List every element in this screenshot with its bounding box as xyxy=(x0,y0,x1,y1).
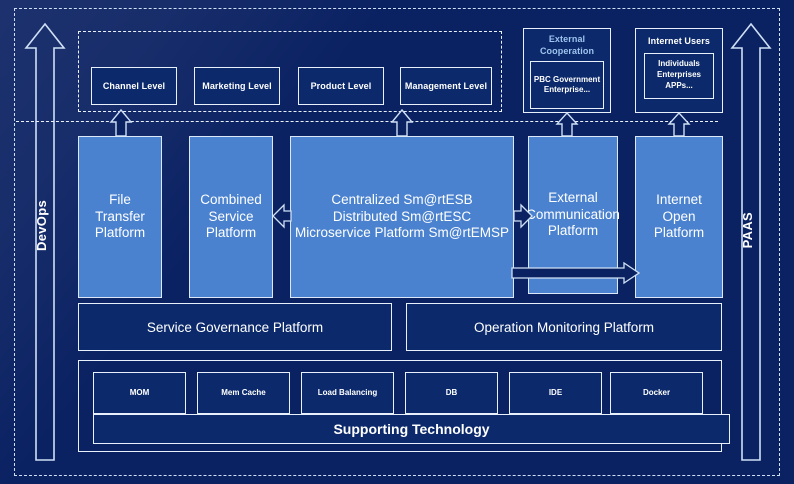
supporting-item-ide[interactable]: IDE xyxy=(509,372,602,414)
supporting-item-load-balancing[interactable]: Load Balancing xyxy=(301,372,394,414)
file-transfer-platform-label: File Transfer Platform xyxy=(94,191,146,241)
operation-monitoring-platform-box[interactable]: Operation Monitoring Platform xyxy=(406,303,722,351)
internet-open-platform-label: Internet Open Platform xyxy=(653,191,705,241)
paas-label: PAAS xyxy=(740,212,755,249)
management-level-label: Management Level xyxy=(404,81,488,91)
supporting-item-mom[interactable]: MOM xyxy=(93,372,186,414)
supporting-item-docker-label: Docker xyxy=(642,387,671,397)
external-cooperation-title: External Cooperation xyxy=(539,34,595,56)
supporting-item-mom-label: MOM xyxy=(129,387,150,397)
consumer-levels-group xyxy=(78,31,502,112)
esc-line: Distributed Sm@rtESC xyxy=(332,208,472,224)
external-cooperation-box[interactable]: External Cooperation PBC Government Ente… xyxy=(523,28,611,113)
supporting-technology-label: Supporting Technology xyxy=(333,421,490,437)
supporting-technology-group xyxy=(78,360,722,452)
service-governance-platform-label: Service Governance Platform xyxy=(146,319,324,335)
esb-line: Centralized Sm@rtESB xyxy=(331,191,473,207)
internet-open-platform-box[interactable]: Internet Open Platform xyxy=(635,136,723,298)
esb-esc-emsp-platform-box[interactable]: Centralized Sm@rtESB Distributed Sm@rtES… xyxy=(290,136,514,298)
external-cooperation-inner-label: PBC Government Enterprise... xyxy=(533,74,601,95)
marketing-level-label: Marketing Level xyxy=(202,81,272,91)
supporting-item-ide-label: IDE xyxy=(548,387,563,397)
supporting-technology-bar[interactable]: Supporting Technology xyxy=(93,414,730,444)
external-communication-platform-label: External Communication Platform xyxy=(526,189,620,239)
product-level-box[interactable]: Product Level xyxy=(298,67,384,105)
supporting-item-mem-cache-label: Mem Cache xyxy=(221,387,266,397)
supporting-item-load-balancing-label: Load Balancing xyxy=(317,387,378,397)
operation-monitoring-platform-label: Operation Monitoring Platform xyxy=(473,319,655,335)
internet-users-inner-label: Individuals Enterprises APPs... xyxy=(656,59,702,91)
internet-users-box[interactable]: Internet Users Individuals Enterprises A… xyxy=(635,28,723,113)
management-level-box[interactable]: Management Level xyxy=(400,67,492,105)
supporting-item-mem-cache[interactable]: Mem Cache xyxy=(197,372,290,414)
internet-users-inner-box: Individuals Enterprises APPs... xyxy=(644,52,714,99)
supporting-item-db[interactable]: DB xyxy=(405,372,498,414)
internet-users-title: Internet Users xyxy=(648,36,710,46)
service-governance-platform-box[interactable]: Service Governance Platform xyxy=(78,303,392,351)
supporting-item-db-label: DB xyxy=(445,387,458,397)
combined-service-platform-box[interactable]: Combined Service Platform xyxy=(189,136,273,298)
outer-dashed-frame xyxy=(14,8,780,476)
band-separator-line xyxy=(16,121,718,122)
product-level-label: Product Level xyxy=(310,81,372,91)
devops-label: DevOps xyxy=(34,200,49,251)
channel-level-label: Channel Level xyxy=(102,81,166,91)
file-transfer-platform-box[interactable]: File Transfer Platform xyxy=(78,136,162,298)
external-communication-platform-box[interactable]: External Communication Platform xyxy=(526,136,620,294)
combined-service-platform-label: Combined Service Platform xyxy=(200,191,262,241)
emsp-line: Microservice Platform Sm@rtEMSP xyxy=(295,225,509,241)
channel-level-box[interactable]: Channel Level xyxy=(91,67,177,105)
external-cooperation-inner-box: PBC Government Enterprise... xyxy=(530,61,604,110)
marketing-level-box[interactable]: Marketing Level xyxy=(194,67,280,105)
supporting-item-docker[interactable]: Docker xyxy=(610,372,703,414)
